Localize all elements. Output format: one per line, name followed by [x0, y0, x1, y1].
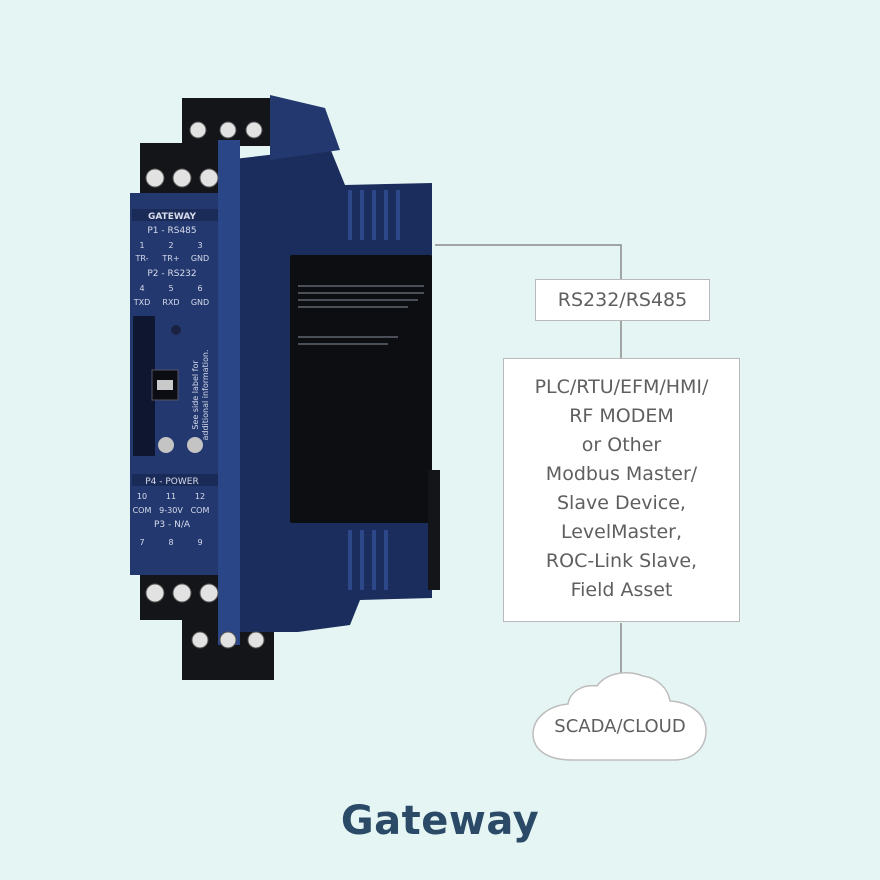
p2-label: GND [191, 298, 209, 307]
usb-port [151, 369, 179, 401]
status-led [158, 437, 174, 453]
devices-line: RF MODEM [569, 405, 674, 427]
status-led [187, 437, 203, 453]
p4-label: COM [191, 506, 210, 515]
p3-number: 7 [139, 538, 144, 547]
side-note-line1: See side label for [191, 360, 200, 430]
terminal-screws-bottom [145, 583, 265, 649]
p4-number: 11 [166, 492, 176, 501]
p3-number: 9 [197, 538, 202, 547]
devices-line: PLC/RTU/EFM/HMI/ [534, 376, 709, 398]
panel-title: GATEWAY [148, 212, 197, 222]
devices-line: Slave Device, [557, 492, 686, 514]
p1-number: 1 [139, 241, 144, 250]
page-caption: Gateway [340, 798, 540, 844]
interface-label: RS232/RS485 [557, 289, 688, 311]
connector-lines [435, 244, 622, 680]
p2-title: P2 - RS232 [147, 269, 196, 279]
devices-line: or Other [581, 434, 662, 456]
cloud-shape [532, 672, 707, 761]
p1-label: TR- [134, 254, 148, 263]
p1-label: TR+ [161, 254, 179, 263]
field-devices-box: PLC/RTU/EFM/HMI/ RF MODEM or Other Modbu… [503, 358, 740, 622]
p4-number: 12 [195, 492, 205, 501]
p4-title: P4 - POWER [145, 477, 198, 487]
side-note-line2: additional information. [201, 350, 210, 441]
p4-number: 10 [137, 492, 147, 501]
devices-line: Field Asset [570, 579, 673, 601]
p1-number: 2 [168, 241, 173, 250]
devices-line: Modbus Master/ [545, 463, 698, 485]
devices-line: ROC-Link Slave, [545, 550, 698, 572]
p2-label: TXD [133, 298, 151, 307]
cloud-label: SCADA/CLOUD [554, 716, 686, 737]
terminal-screws-top [145, 121, 263, 188]
p2-number: 6 [197, 284, 202, 293]
p2-label: RXD [162, 298, 179, 307]
p3-title: P3 - N/A [154, 520, 191, 530]
p3-number: 8 [168, 538, 173, 547]
p4-label: 9-30V [159, 506, 183, 515]
devices-line: LevelMaster, [560, 521, 683, 543]
p2-number: 5 [168, 284, 173, 293]
gateway-device: GATEWAY P1 - RS485 1 2 3 TR- TR+ GND P2 … [130, 95, 440, 680]
p1-number: 3 [197, 241, 202, 250]
p1-title: P1 - RS485 [147, 226, 196, 236]
interface-box: RS232/RS485 [535, 279, 710, 321]
side-label [290, 255, 432, 523]
p2-number: 4 [139, 284, 144, 293]
p1-label: GND [191, 254, 209, 263]
p4-label: COM [133, 506, 152, 515]
